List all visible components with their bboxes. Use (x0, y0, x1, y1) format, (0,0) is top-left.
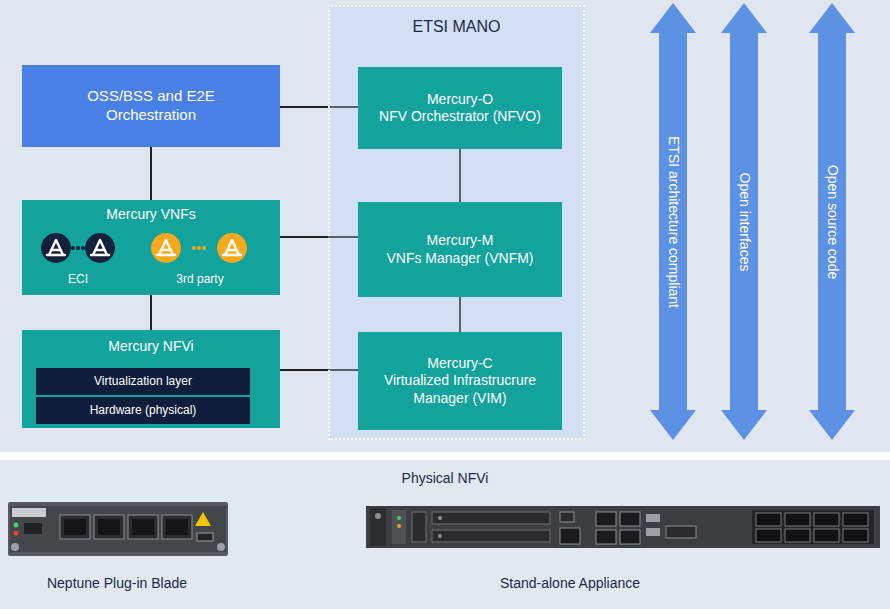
illustration-part (646, 514, 660, 522)
box-title: OSS/BSS and E2E Orchestration (71, 87, 231, 125)
illustration-part (560, 528, 580, 544)
illustration-part (620, 530, 640, 544)
double-arrow: Open source code (809, 3, 855, 440)
illustration-part (197, 533, 213, 541)
orchestration-box: OSS/BSS and E2E Orchestration (22, 65, 280, 147)
illustration-part (195, 512, 211, 526)
illustration-part (814, 529, 839, 542)
illustration-part (12, 508, 46, 517)
box-title: Open interfaces (735, 172, 753, 271)
illustration-part (596, 530, 616, 544)
connector-line (150, 295, 152, 330)
illustration-part (41, 233, 71, 263)
illustration-part (752, 510, 874, 544)
process-box: Mercury-CVirtualized Infrastrucrure Mana… (358, 332, 562, 430)
illustration-part (432, 512, 550, 524)
illustration-part (11, 543, 19, 551)
box-label: ECI (68, 272, 88, 287)
illustration-part (151, 233, 181, 263)
illustration-part (646, 528, 660, 536)
illustration-part (60, 515, 90, 539)
double-arrow: ETSI architecture compliant (650, 3, 696, 440)
illustration-part (223, 240, 241, 255)
illustration-part (91, 240, 109, 255)
illustration-part (24, 523, 42, 534)
illustration-part (98, 519, 120, 535)
illustration-part (843, 513, 868, 526)
illustration-part (397, 524, 401, 528)
illustration-part (8, 502, 228, 556)
arrow-outline (809, 3, 855, 440)
layer-bar: Hardware (physical) (36, 397, 250, 424)
vnf-box: Mercury VNFsECI 3rd party (22, 200, 280, 295)
illustration-part (64, 519, 86, 535)
illustration-part (843, 529, 868, 542)
illustration-part (192, 246, 196, 250)
arrow-outline (650, 3, 696, 440)
illustration-part (202, 246, 206, 250)
illustration-part (756, 529, 781, 542)
illustration-part (392, 510, 406, 544)
illustration-part (14, 531, 19, 536)
illustration-part (47, 240, 65, 255)
box-label: Virtualized Infrastrucrure Manager (VIM) (366, 372, 554, 407)
nfvi-box: Mercury NFViVirtualization layerHardware… (22, 330, 280, 428)
illustration-part (596, 512, 616, 526)
process-box: Mercury-MVNFs Manager (VNFM) (358, 202, 562, 297)
illustration-part (76, 246, 80, 250)
illustration-part (197, 246, 201, 250)
part-caption: Neptune Plug-in Blade (47, 575, 187, 591)
illustration-part (370, 508, 386, 546)
illustration-part (217, 233, 247, 263)
illustration-part (157, 240, 175, 255)
illustration-part (438, 516, 442, 520)
mano-region: ETSI MANO Mercury-ONFV Orchestrator (NFVO… (328, 5, 585, 440)
illustration-part (10, 506, 226, 552)
illustration-part (14, 523, 19, 528)
illustration-part (560, 512, 574, 522)
box-title: Hardware (physical) (90, 403, 197, 418)
illustration-part (785, 513, 810, 526)
double-arrow: Open interfaces (721, 3, 767, 440)
illustration-part (412, 512, 426, 542)
illustration-part (438, 534, 442, 538)
box-title: Mercury VNFs (106, 206, 195, 224)
box-title: Mercury-M (427, 232, 494, 250)
box-title: Virtualization layer (94, 374, 192, 389)
process-box: Mercury-ONFV Orchestrator (NFVO) (358, 67, 562, 149)
box-title: Mercury-O (427, 91, 493, 109)
illustration-part (162, 515, 192, 539)
box-title: Open source code (823, 164, 841, 278)
illustration-part (166, 519, 188, 535)
box-title: Physical NFVi (402, 470, 489, 488)
illustration-part (71, 246, 75, 250)
illustration-part (756, 513, 781, 526)
box-label: NFV Orchestrator (NFVO) (379, 108, 541, 126)
box-title: ETSI architecture compliant (664, 136, 682, 308)
illustration-part (81, 246, 85, 250)
illustration-part (94, 515, 124, 539)
illustration-part (132, 519, 154, 535)
box-title: ETSI MANO (412, 17, 500, 37)
arrow-outline (721, 3, 767, 440)
box-label: VNFs Manager (VNFM) (386, 250, 533, 268)
box-label: 3rd party (176, 272, 223, 287)
illustration-part (397, 516, 401, 520)
illustration-part (85, 233, 115, 263)
illustration-part (620, 512, 640, 526)
illustration-part (785, 529, 810, 542)
illustration-part (366, 506, 880, 548)
illustration-part (814, 513, 839, 526)
illustration-part (666, 526, 696, 538)
layer-bar: Virtualization layer (36, 368, 250, 395)
box-title: Mercury NFVi (108, 338, 193, 356)
box-title: Mercury-C (427, 355, 492, 373)
part-caption: Stand-alone Appliance (500, 575, 640, 591)
illustration-part (128, 515, 158, 539)
illustration-part (432, 530, 550, 542)
connector-line (150, 147, 152, 200)
top-panel (0, 0, 890, 452)
illustration-part (375, 513, 381, 519)
illustration-part (217, 543, 225, 551)
